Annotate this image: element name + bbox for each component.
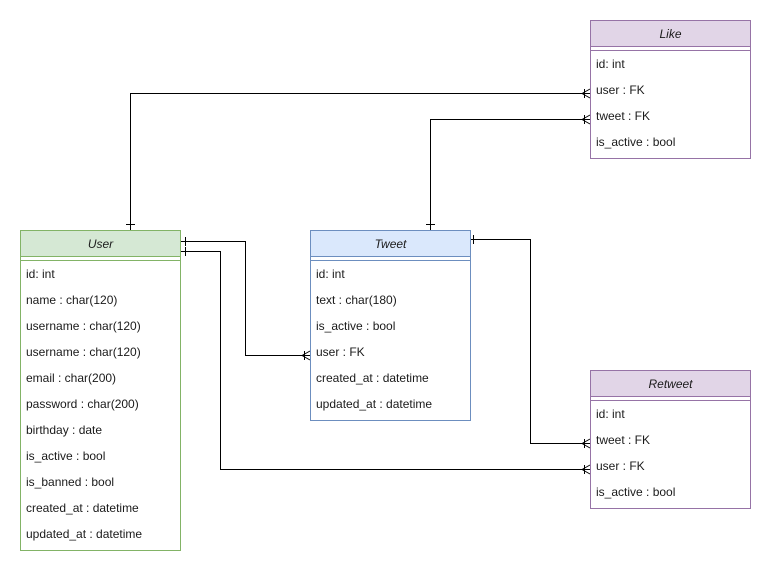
entity-divider: [311, 257, 470, 261]
entity-tweet[interactable]: Tweet id: int text : char(180) is_active…: [310, 230, 471, 421]
user-field-name: name : char(120): [26, 293, 118, 307]
user-field-email: email : char(200): [26, 371, 117, 385]
user-field-created-at: created_at : datetime: [26, 501, 139, 515]
entity-like[interactable]: Like id: int user : FK tweet : FK is_act…: [590, 20, 751, 159]
entity-user[interactable]: User id: int name : char(120) username :…: [20, 230, 181, 551]
connector-user-like: [126, 88, 591, 230]
user-field-is-banned: is_banned : bool: [26, 475, 115, 489]
entity-tweet-title: Tweet: [311, 231, 470, 257]
like-field-user: user : FK: [596, 83, 645, 97]
like-field-is-active: is_active : bool: [596, 135, 676, 149]
user-field-password: password : char(200): [26, 397, 139, 411]
tweet-field-text: text : char(180): [316, 293, 397, 307]
tweet-field-user: user : FK: [316, 345, 365, 359]
connector-tweet-retweet: [471, 235, 591, 449]
user-field-username: username : char(120): [26, 319, 141, 333]
entity-retweet[interactable]: Retweet id: int tweet : FK user : FK is_…: [590, 370, 751, 509]
user-field-is-active: is_active : bool: [26, 449, 106, 463]
connector-user-tweet: [181, 237, 311, 361]
retweet-field-user: user : FK: [596, 459, 645, 473]
tweet-field-created-at: created_at : datetime: [316, 371, 429, 385]
tweet-field-is-active: is_active : bool: [316, 319, 396, 333]
retweet-field-id: id: int: [596, 407, 625, 421]
entity-divider: [21, 257, 180, 261]
entity-like-title: Like: [591, 21, 750, 47]
like-field-id: id: int: [596, 57, 625, 71]
retweet-field-tweet: tweet : FK: [596, 433, 651, 447]
like-field-tweet: tweet : FK: [596, 109, 651, 123]
user-field-id: id: int: [26, 267, 55, 281]
user-field-username-2: username : char(120): [26, 345, 141, 359]
tweet-field-updated-at: updated_at : datetime: [316, 397, 433, 411]
retweet-field-is-active: is_active : bool: [596, 485, 676, 499]
entity-divider: [591, 47, 750, 51]
tweet-field-id: id: int: [316, 267, 345, 281]
user-field-birthday: birthday : date: [26, 423, 103, 437]
entity-retweet-title: Retweet: [591, 371, 750, 397]
user-field-updated-at: updated_at : datetime: [26, 527, 143, 541]
entity-divider: [591, 397, 750, 401]
connector-tweet-like: [426, 114, 591, 230]
entity-user-title: User: [21, 231, 180, 257]
